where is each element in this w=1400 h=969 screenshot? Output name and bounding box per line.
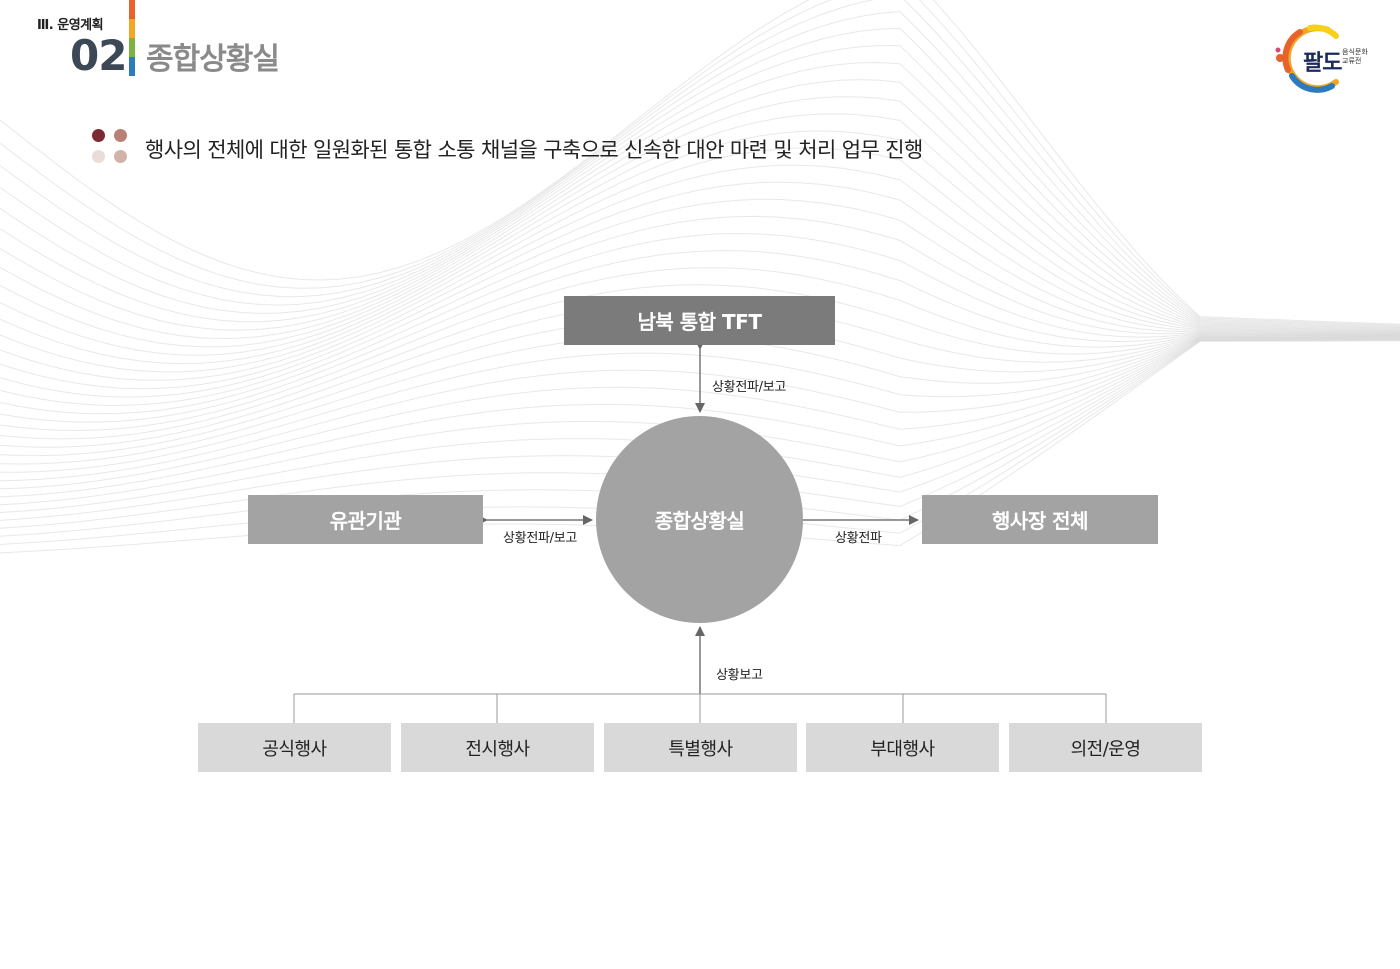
wave-line — [0, 44, 1400, 329]
section-number: 02 — [70, 31, 127, 80]
wave-line — [0, 79, 1400, 340]
node-bottom-3: 특별행사 — [604, 723, 797, 772]
dot — [114, 150, 127, 163]
dot — [92, 150, 105, 163]
node-center: 종합상황실 — [596, 416, 803, 623]
color-bar — [129, 0, 135, 76]
wave-line — [0, 96, 1400, 348]
wave-line — [0, 11, 1400, 328]
wave-line — [0, 284, 1400, 440]
node-bottom-2: 전시행사 — [401, 723, 594, 772]
wave-line — [0, 27, 1400, 329]
node-agency: 유관기관 — [248, 495, 483, 544]
logo-main-text: 팔도 — [1303, 51, 1342, 76]
wave-line — [0, 62, 1400, 331]
wave-line — [0, 198, 1400, 398]
page-title: 종합상황실 — [146, 42, 280, 77]
node-bottom-4: 부대행사 — [806, 723, 999, 772]
color-bar-orange — [129, 0, 135, 19]
wave-line — [0, 0, 1400, 327]
node-venue: 행사장 전체 — [922, 495, 1158, 544]
dot — [114, 129, 127, 142]
color-bar-blue — [129, 57, 135, 76]
wave-line — [0, 181, 1400, 390]
dot — [92, 129, 105, 142]
wave-line — [0, 0, 1400, 325]
color-bar-yellow — [129, 19, 135, 38]
wave-line — [0, 215, 1400, 406]
edge-label-left: 상황전파/보고 — [503, 531, 578, 546]
wave-line — [0, 113, 1400, 356]
wave-line — [0, 0, 1400, 326]
wave-line — [0, 164, 1400, 381]
node-bottom-1: 공식행사 — [198, 723, 391, 772]
section-label: Ⅲ. 운영계획 — [37, 18, 104, 33]
edge-label-top: 상황전파/보고 — [712, 380, 787, 395]
wave-line — [0, 267, 1400, 432]
node-tft: 남북 통합 TFT — [564, 296, 835, 345]
logo-sub-text: 음식문화 교류전 — [1342, 48, 1368, 65]
color-bar-green — [129, 38, 135, 57]
wave-line — [0, 147, 1400, 373]
node-bottom-5: 의전/운영 — [1009, 723, 1202, 772]
wave-line — [0, 250, 1400, 423]
bullet-dots-icon — [90, 128, 130, 164]
wave-line — [0, 232, 1400, 415]
wave-line — [0, 130, 1400, 365]
edge-label-bottom: 상황보고 — [716, 668, 763, 683]
logo-icon — [1275, 24, 1339, 93]
edge-label-right: 상황전파 — [835, 531, 882, 546]
description-text: 행사의 전체에 대한 일원화된 통합 소통 채널을 구축으로 신속한 대안 마련… — [145, 138, 923, 162]
